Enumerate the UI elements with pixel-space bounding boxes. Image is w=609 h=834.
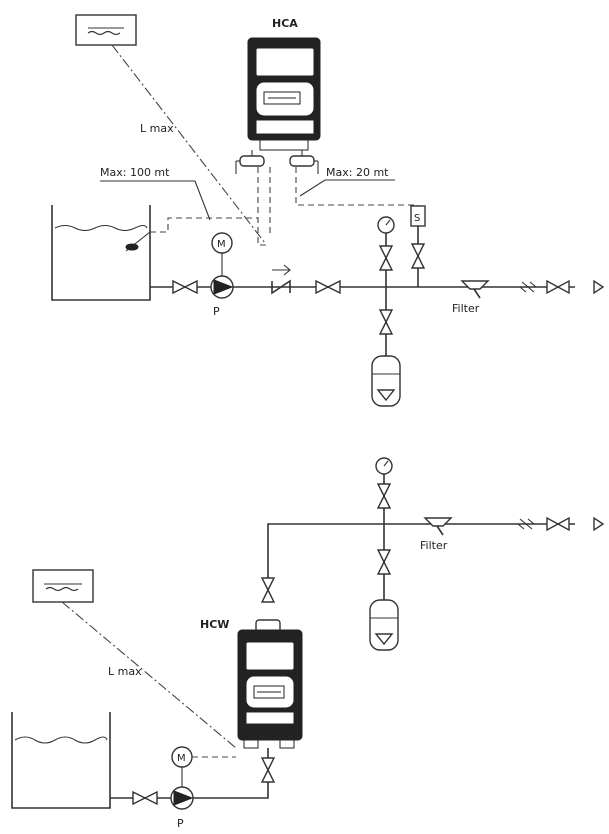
bottom-pump: P M (170, 746, 194, 830)
top-diagram: L max HCA Max: 100 mt Max: 20 mt (51, 14, 605, 407)
bottom-diagram: Filter HCW (11, 457, 605, 830)
hca-controller: HCA (247, 17, 321, 151)
top-outlet (518, 279, 605, 295)
top-level-display (75, 14, 137, 46)
hca-title: HCA (272, 17, 298, 30)
bottom-main-pipe (267, 523, 575, 598)
bottom-suction-pipe (110, 782, 269, 799)
bottom-lmax-label: L max (108, 665, 142, 678)
bottom-valve-1[interactable] (132, 790, 158, 806)
top-lmax-line (111, 44, 266, 244)
bottom-expansion-vessel (369, 524, 399, 651)
top-max-suction-label: Max: 100 mt (100, 166, 170, 179)
bottom-motor-label: M (177, 753, 186, 764)
top-valve-2[interactable] (315, 279, 341, 295)
hcw-controller: HCW (200, 618, 303, 749)
top-expansion-vessel (371, 287, 401, 407)
top-valve-1[interactable] (172, 279, 198, 295)
bottom-lmax-line (61, 601, 237, 749)
bottom-filter: Filter (420, 517, 453, 552)
top-motor-label: M (217, 239, 226, 250)
hca-outlets (235, 150, 319, 174)
top-pump-label: P (213, 305, 220, 318)
top-gauge-branch (377, 216, 395, 287)
bottom-tank (11, 712, 111, 809)
top-pump: P M (210, 232, 234, 318)
top-lmax-label: L max (140, 122, 174, 135)
bottom-level-display (32, 569, 94, 603)
top-pressure-switch: S (410, 205, 426, 287)
top-check-valve (271, 264, 291, 295)
top-filter-label: Filter (452, 302, 480, 315)
hcw-title: HCW (200, 618, 229, 631)
top-filter: Filter (452, 280, 490, 315)
bottom-gauge-branch (375, 457, 393, 524)
bottom-filter-label: Filter (420, 539, 448, 552)
bottom-outlet (516, 516, 605, 532)
bottom-valve-low[interactable] (260, 757, 276, 783)
top-max-discharge-label: Max: 20 mt (326, 166, 389, 179)
top-tank (51, 205, 151, 301)
bottom-valve-top[interactable] (260, 577, 276, 603)
top-switch-label: S (414, 213, 420, 224)
bottom-pump-label: P (177, 817, 184, 830)
